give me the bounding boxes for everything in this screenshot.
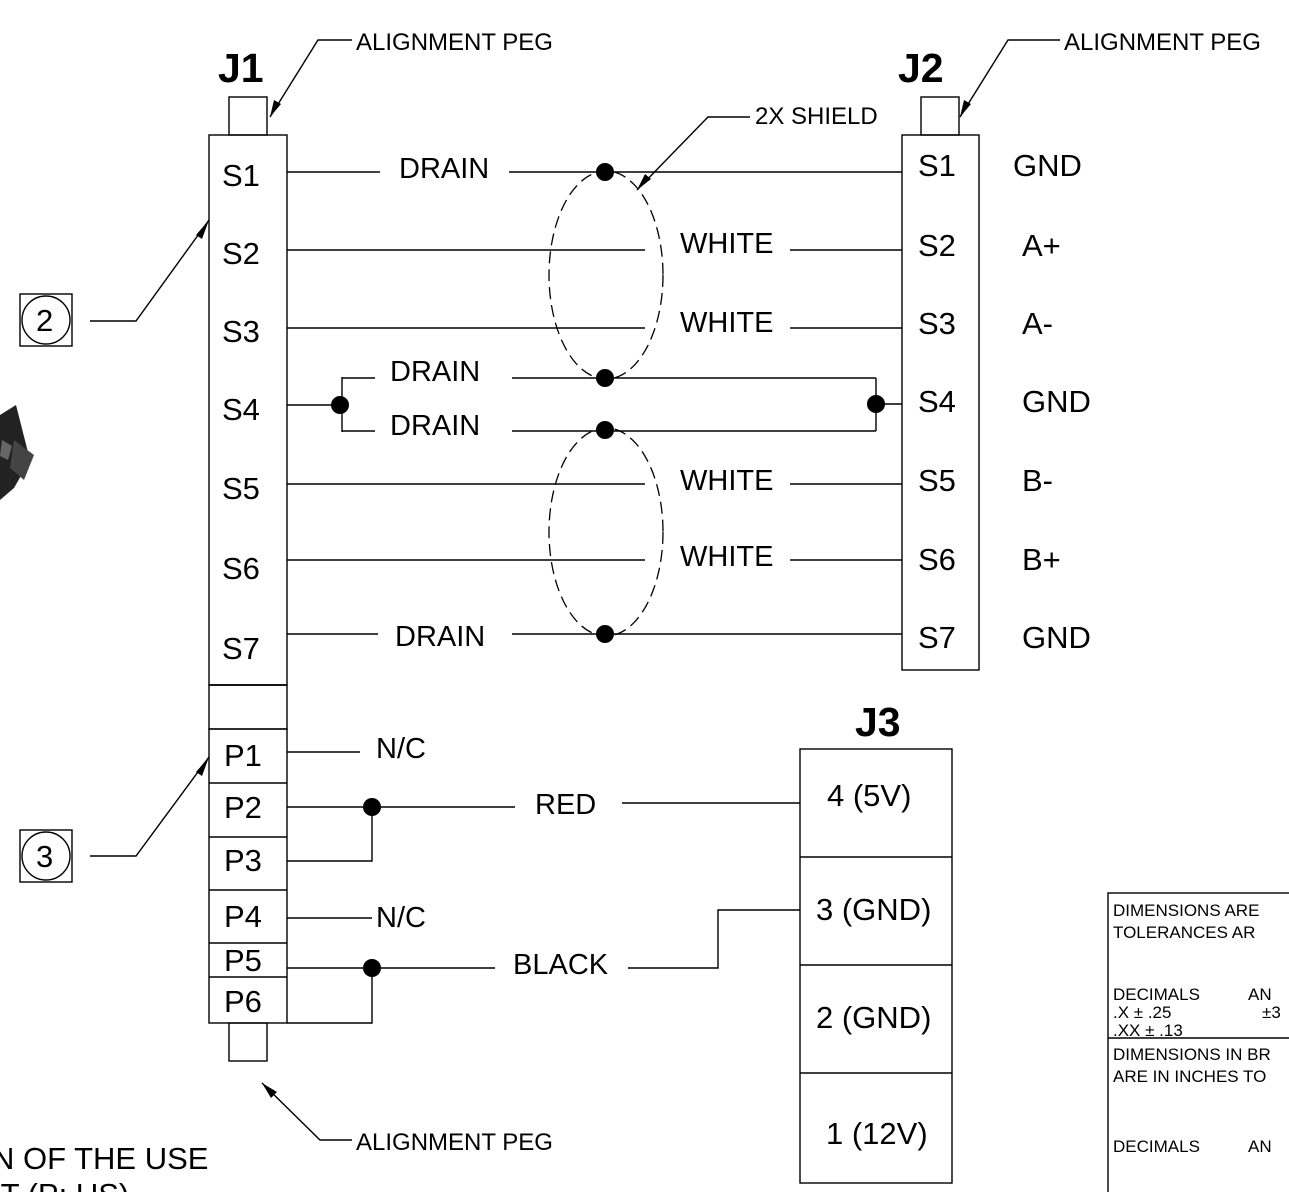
j1-pin-s7: S7 <box>222 631 260 666</box>
j2-pin-s7: S7 <box>918 620 956 655</box>
shield-upper <box>548 170 664 380</box>
wire-s6-white-label: WHITE <box>680 541 773 573</box>
j2-title: J2 <box>898 45 944 91</box>
j3-pin-4: 4 (5V) <box>827 778 911 813</box>
connector-product-image <box>0 405 34 500</box>
wire-s4-drain-a-label: DRAIN <box>390 356 480 388</box>
j1-pin-p5: P5 <box>224 943 262 978</box>
splice-dot-s4-a <box>596 369 614 387</box>
wire-s2-white-label: WHITE <box>680 228 773 260</box>
balloon-2-leader <box>90 219 210 322</box>
j1-bottom-alignment-peg <box>228 1022 268 1062</box>
j1-pin-p3: P3 <box>224 843 262 878</box>
j2-function-s6: B+ <box>1022 542 1061 577</box>
tolerance-x: .X ± .25 <box>1113 1003 1171 1022</box>
splice-dot-s1 <box>596 163 614 181</box>
shield-label: 2X SHIELD <box>755 103 878 130</box>
shield-lower <box>548 427 664 637</box>
j3-pin-2: 2 (GND) <box>816 1000 931 1035</box>
splice-dot-p2-p3 <box>363 798 381 816</box>
tolerance-angle: ±3 <box>1262 1003 1281 1022</box>
j2-alignment-peg <box>920 96 960 136</box>
j2-function-s1: GND <box>1013 148 1082 183</box>
j2-function-s3: A- <box>1022 306 1053 341</box>
j1-pin-p4: P4 <box>224 899 262 934</box>
j1-top-alignment-peg <box>228 96 268 136</box>
j1-pin-s5: S5 <box>222 471 260 506</box>
wire-p1-nc-label: N/C <box>376 733 426 765</box>
tolerance-line-4: ARE IN INCHES TO <box>1113 1067 1266 1086</box>
note-line-1: N OF THE USE <box>0 1141 208 1176</box>
j3-pin-1: 1 (12V) <box>826 1116 928 1151</box>
j2-pin-s4: S4 <box>918 384 956 419</box>
tolerance-angles-2: AN <box>1248 1137 1272 1156</box>
tolerance-line-3: DIMENSIONS IN BR <box>1113 1045 1271 1064</box>
wire-s1-drain-label: DRAIN <box>399 153 489 185</box>
tolerance-line-1: DIMENSIONS ARE <box>1113 901 1259 920</box>
j3-title: J3 <box>855 699 901 745</box>
splice-dot-p5-p6 <box>363 959 381 977</box>
j2-pin-s1: S1 <box>918 148 956 183</box>
balloon-2-circle <box>21 295 71 345</box>
shield-leader <box>636 116 750 191</box>
tolerance-block: DIMENSIONS ARE TOLERANCES AR DECIMALS AN… <box>1107 892 1289 1192</box>
j2-pin-s3: S3 <box>918 306 956 341</box>
j2-function-s5: B- <box>1022 463 1053 498</box>
j2-pin-s6: S6 <box>918 542 956 577</box>
balloon-3-frame <box>19 829 73 883</box>
j2-pin-s2: S2 <box>918 228 956 263</box>
j1-bottom-peg-leader <box>261 1082 352 1141</box>
splice-dot-s4-b <box>596 421 614 439</box>
wire-red-label: RED <box>535 789 596 821</box>
j1-top-peg-leader <box>269 39 352 118</box>
tolerance-line-2: TOLERANCES AR <box>1113 923 1255 942</box>
j2-peg-label: ALIGNMENT PEG <box>1064 29 1261 56</box>
j1-pin-p2: P2 <box>224 790 262 825</box>
j2-peg-leader <box>959 39 1060 118</box>
splice-dot-j2-s4 <box>867 395 885 413</box>
balloon-3-number: 3 <box>36 839 53 874</box>
tolerance-decimals: DECIMALS <box>1113 985 1200 1004</box>
wire-black-label: BLACK <box>513 949 609 981</box>
j1-spacer <box>208 684 288 730</box>
wire-s4-drain-b-label: DRAIN <box>390 410 480 442</box>
j2-function-s4: GND <box>1022 384 1091 419</box>
wire-s7-drain-label: DRAIN <box>395 621 485 653</box>
j2-function-s2: A+ <box>1022 228 1061 263</box>
j1-top-peg-label: ALIGNMENT PEG <box>356 29 553 56</box>
tolerance-angles: AN <box>1248 985 1272 1004</box>
balloon-3-leader <box>90 756 210 857</box>
j2-function-s7: GND <box>1022 620 1091 655</box>
balloon-3-circle <box>21 831 71 881</box>
j1-pin-s4: S4 <box>222 392 260 427</box>
j1-pin-s1: S1 <box>222 158 260 193</box>
j3-pin-3: 3 (GND) <box>816 892 931 927</box>
wire-p4-nc-label: N/C <box>376 902 426 934</box>
tolerance-decimals-2: DECIMALS <box>1113 1137 1200 1156</box>
j1-title: J1 <box>218 45 264 91</box>
j1-pin-s6: S6 <box>222 551 260 586</box>
j2-block <box>901 134 980 671</box>
tolerance-xx: .XX ± .13 <box>1113 1021 1183 1040</box>
wire-s5-white-label: WHITE <box>680 465 773 497</box>
j1-pin-p1: P1 <box>224 738 262 773</box>
wire-s3-white-label: WHITE <box>680 307 773 339</box>
j1-pin-s3: S3 <box>222 314 260 349</box>
balloon-2-frame <box>19 293 73 347</box>
j2-pin-s5: S5 <box>918 463 956 498</box>
j1-bottom-peg-label: ALIGNMENT PEG <box>356 1129 553 1156</box>
balloon-2-number: 2 <box>36 303 53 338</box>
j1-pin-p6: P6 <box>224 984 262 1019</box>
splice-dot-j1-s4 <box>331 396 349 414</box>
note-line-2-partial: IT (P: US) <box>0 1177 129 1192</box>
splice-dot-s7 <box>596 625 614 643</box>
j3-block <box>799 748 953 1184</box>
j1-pin-s2: S2 <box>222 236 260 271</box>
